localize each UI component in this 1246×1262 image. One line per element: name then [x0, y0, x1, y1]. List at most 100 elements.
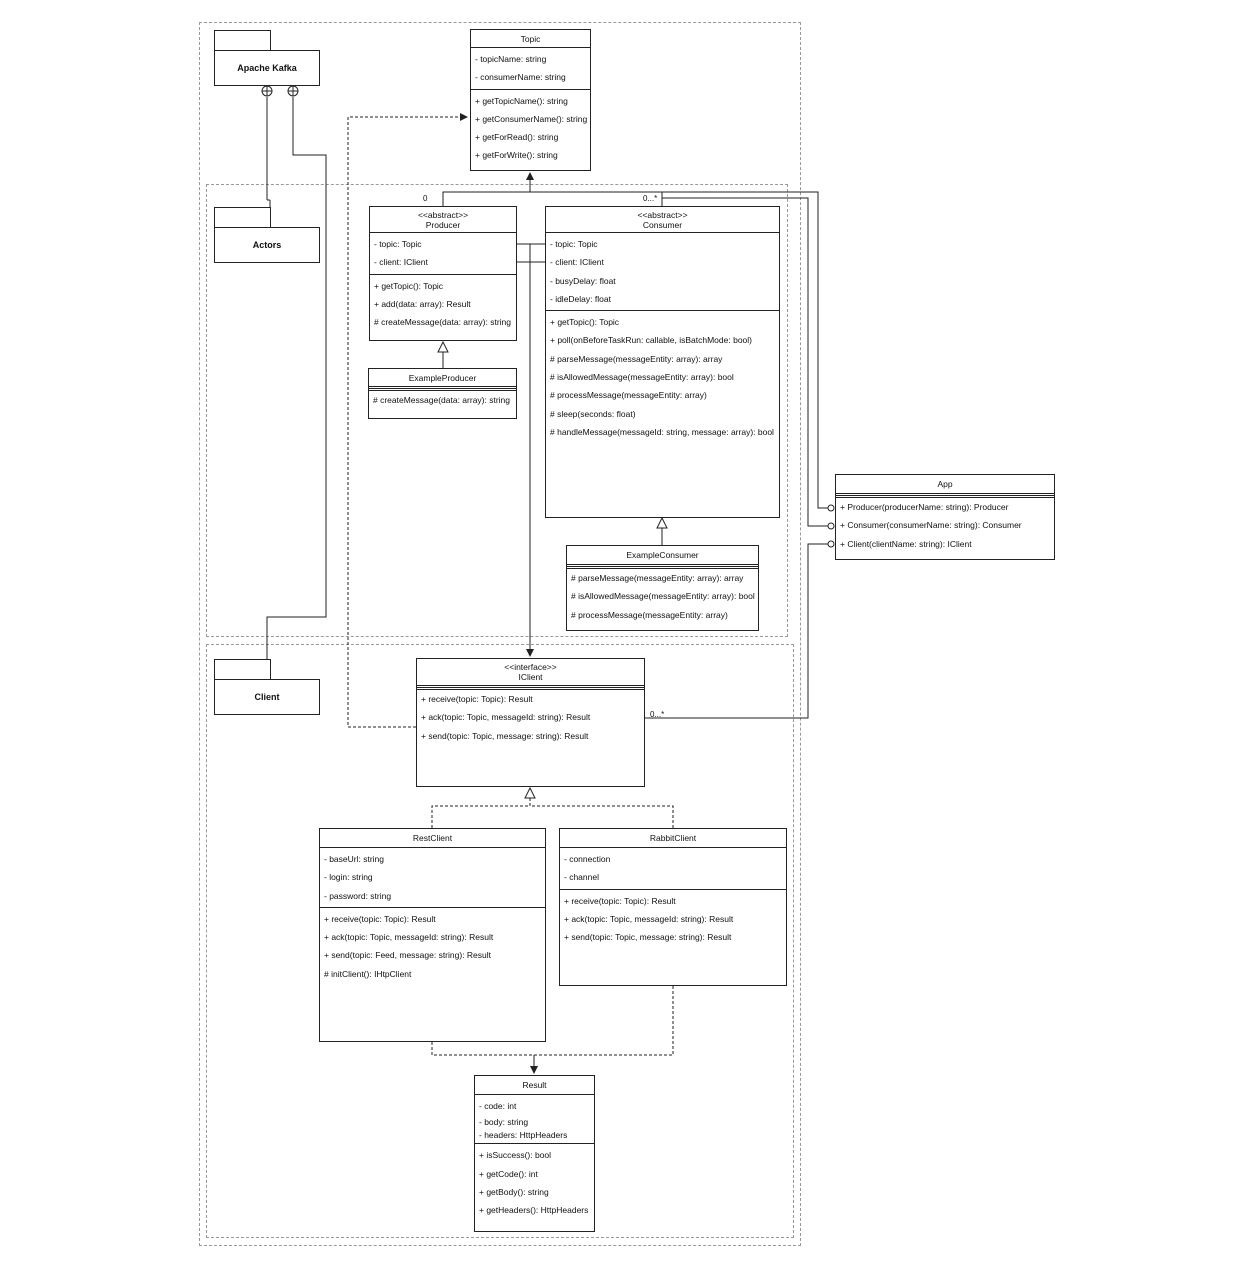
producer-iclient-line [516, 243, 534, 657]
method: + ack(topic: Topic, messageId: string): … [564, 913, 734, 924]
field: - topicName: string [475, 54, 547, 64]
field: - idleDelay: float [550, 293, 611, 304]
stereotype: <<abstract>> [637, 209, 688, 220]
method: + isSuccess(): bool [479, 1150, 552, 1161]
field: - topic: Topic [550, 239, 598, 249]
app-consumer-line [662, 197, 830, 527]
method: + add(data: array): Result [374, 298, 471, 309]
field: - client: IClient [374, 257, 428, 268]
method: + poll(onBeforeTaskRun: callable, isBatc… [550, 335, 752, 346]
method: + send(topic: Feed, message: string): Re… [324, 950, 492, 961]
kafka-package-tab [214, 30, 271, 51]
class-name: Producer [425, 219, 461, 230]
app-producer-line [662, 191, 830, 509]
exampleproducer-class: ExampleProducer # createMessage(data: ar… [368, 368, 517, 419]
actors-frame [206, 184, 788, 637]
method: + getTopicName(): string [475, 95, 568, 106]
method: + getForRead(): string [475, 132, 559, 143]
method: + getHeaders(): HttpHeaders [479, 1205, 589, 1216]
method: # isAllowedMessage(messageEntity: array)… [571, 591, 755, 602]
method: + getBody(): string [479, 1186, 549, 1197]
kafka-client-line [266, 97, 327, 661]
method: + getTopic(): Topic [374, 280, 444, 291]
method: + ack(topic: Topic, messageId: string): … [421, 712, 591, 723]
class-name: Result [522, 1080, 547, 1090]
method: + getCode(): int [479, 1168, 538, 1179]
method: + Client(clientName: string): IClient [840, 538, 972, 549]
method: # isAllowedMessage(messageEntity: array)… [550, 372, 734, 383]
field: - client: IClient [550, 257, 604, 268]
method: + getTopic(): Topic [550, 317, 620, 328]
field: - channel [564, 872, 599, 883]
kafka-package-label: Apache Kafka [237, 63, 297, 73]
class-name: Consumer [642, 219, 683, 230]
method: # createMessage(data: array): string [373, 395, 511, 405]
method: # parseMessage(messageEntity: array): ar… [571, 573, 744, 583]
app-iclient-line [645, 543, 830, 719]
field: - code: int [479, 1101, 517, 1111]
method: + ack(topic: Topic, messageId: string): … [324, 932, 494, 943]
client-package-label: Client [254, 692, 280, 702]
restclient-realize [431, 805, 530, 828]
kafka-package: Apache Kafka [214, 50, 320, 86]
field: - headers: HttpHeaders [479, 1130, 568, 1141]
rabbitclient-class: RabbitClient - connection - channel + re… [559, 828, 787, 986]
field: - busyDelay: float [550, 275, 616, 286]
method: # processMessage(messageEntity: array) [550, 390, 707, 401]
producer-class: <<abstract>> Producer - topic: Topic - c… [369, 206, 517, 341]
class-name: ExampleProducer [408, 372, 477, 383]
field: - baseUrl: string [324, 854, 384, 864]
method: + Producer(producerName: string): Produc… [840, 502, 1009, 512]
stereotype: <<abstract>> [417, 209, 469, 220]
method: # initClient(): IHtpClient [324, 968, 412, 979]
rabbitclient-result-dependency [534, 986, 674, 1056]
method: + receive(topic: Topic): Result [564, 895, 676, 906]
client-package: Client [214, 679, 320, 715]
field: - body: string [479, 1117, 529, 1128]
stereotype: <<interface>> [504, 662, 557, 672]
iclient-interface: <<interface>> IClient + receive(topic: T… [416, 658, 645, 787]
method: + send(topic: Topic, message: string): R… [421, 730, 589, 741]
method: # sleep(seconds: float) [550, 408, 636, 419]
class-name: App [937, 479, 953, 489]
method: + receive(topic: Topic): Result [324, 913, 436, 924]
result-class: Result - code: int - body: string - head… [474, 1075, 595, 1232]
actors-package-tab [214, 207, 271, 228]
topic-class: Topic - topicName: string - consumerName… [470, 29, 591, 171]
field: - login: string [324, 872, 373, 883]
method: + send(topic: Topic, message: string): R… [564, 932, 732, 943]
method: # parseMessage(messageEntity: array): ar… [550, 353, 723, 364]
producer-topic-line [442, 191, 530, 206]
method: + receive(topic: Topic): Result [421, 694, 533, 704]
exampleconsumer-class: ExampleConsumer # parseMessage(messageEn… [566, 545, 759, 631]
field: - consumerName: string [475, 72, 566, 83]
client-package-tab [214, 659, 271, 680]
class-name: ExampleConsumer [626, 550, 699, 560]
field: - connection [564, 854, 611, 864]
method: + getConsumerName(): string [475, 113, 588, 124]
multiplicity-producer: 0 [423, 194, 428, 203]
class-name: RestClient [412, 833, 453, 843]
method: + Consumer(consumerName: string): Consum… [840, 520, 1022, 531]
multiplicity-consumer: 0...* [643, 194, 658, 203]
field: - topic: Topic [374, 239, 422, 249]
iclient-topic-dependency [347, 113, 468, 728]
app-class: App + Producer(producerName: string): Pr… [835, 474, 1055, 560]
class-name: RabbitClient [649, 833, 697, 843]
method: # handleMessage(messageId: string, messa… [550, 426, 774, 437]
method: # createMessage(data: array): string [374, 317, 512, 328]
method: # processMessage(messageEntity: array) [571, 609, 728, 620]
consumer-class: <<abstract>> Consumer - topic: Topic - c… [545, 206, 780, 518]
method: + getForWrite(): string [475, 150, 558, 161]
outer-frame [199, 22, 801, 1246]
rabbitclient-realize [530, 805, 674, 828]
actors-package-label: Actors [252, 240, 282, 250]
multiplicity-iclient: 0...* [650, 710, 665, 719]
actors-package: Actors [214, 227, 320, 263]
class-name: Topic [520, 33, 541, 44]
field: - password: string [324, 890, 392, 901]
restclient-result-dependency [431, 1042, 534, 1056]
class-name: IClient [518, 672, 543, 682]
client-frame [206, 644, 794, 1238]
